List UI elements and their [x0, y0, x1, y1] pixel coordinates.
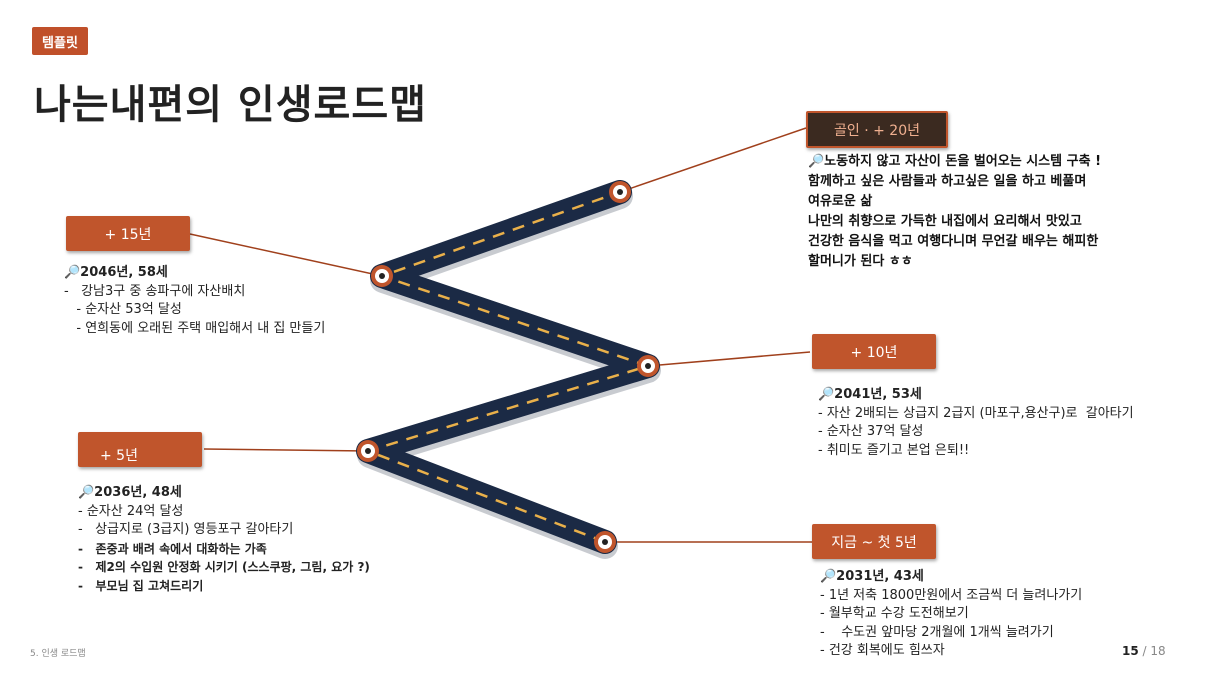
stage-0-line: - 1년 저축 1800만원에서 조금씩 더 늘려나가기	[820, 587, 1083, 603]
stage-15-line: - 연희동에 오래된 주택 매입해서 내 집 만들기	[64, 320, 326, 336]
stage-10-line: - 취미도 즐기고 본업 은퇴!!	[818, 442, 970, 458]
stage-5-line: - 부모님 집 고쳐드리기	[78, 578, 204, 593]
connector-goal	[619, 127, 807, 193]
page-current: 15	[1122, 644, 1139, 658]
page-total: 18	[1150, 644, 1166, 658]
page-indicator: 15 / 18	[1122, 644, 1166, 658]
stage-5-line: - 존중과 배려 속에서 대화하는 가족	[78, 541, 267, 556]
stage-0-head: 🔎2031년, 43세	[820, 569, 924, 584]
connector-15	[189, 233, 383, 277]
goal-line: 나만의 취향으로 가득한 내집에서 요리해서 맛있고	[808, 214, 1082, 229]
stage-15-label: + 15년	[66, 216, 190, 251]
footer-section-label: 5. 인생 로드맵	[30, 649, 86, 659]
goal-description: 🔎노동하지 않고 자산이 돈을 벌어오는 시스템 구축 ! 함께하고 싶은 사람…	[808, 152, 1101, 272]
connector-5	[203, 448, 369, 452]
stage-5-label: + 5년	[78, 432, 202, 467]
stage-5-details: 🔎2036년, 48세 - 순자산 24억 달성 - 상급지로 (3급지) 영등…	[78, 484, 370, 595]
stage-15-line: - 순자산 53억 달성	[64, 302, 182, 317]
stage-5-line: - 순자산 24억 달성	[78, 503, 184, 519]
stage-10-details: 🔎2041년, 53세 - 자산 2배되는 상급지 2급지 (마포구,용산구)로…	[818, 386, 1134, 460]
stage-0-line: - 수도권 앞마당 2개월에 1개씩 늘려가기	[820, 624, 1054, 640]
goal-line: 할머니가 된다 ㅎㅎ	[808, 254, 913, 269]
stage-0-line: - 건강 회복에도 힘쓰자	[820, 643, 945, 658]
stage-10-line: - 자산 2배되는 상급지 2급지 (마포구,용산구)로 갈아타기	[818, 405, 1134, 421]
stage-15-head: 🔎2046년, 58세	[64, 265, 168, 280]
goal-line: 🔎노동하지 않고 자산이 돈을 벌어오는 시스템 구축 !	[808, 154, 1101, 169]
stage-10-line: - 순자산 37억 달성	[818, 424, 924, 439]
page-title: 나는내편의 인생로드맵	[34, 82, 427, 128]
goal-line: 건강한 음식을 먹고 여행다니며 무언갈 배우는 해피한	[808, 234, 1099, 249]
stage-0-label: 지금 ~ 첫 5년	[812, 524, 936, 559]
stage-0-line: - 월부학교 수강 도전해보기	[820, 606, 969, 621]
stage-0-details: 🔎2031년, 43세 - 1년 저축 1800만원에서 조금씩 더 늘려나가기…	[820, 568, 1082, 661]
connector-10	[647, 351, 811, 367]
stage-5-line: - 상급지로 (3급지) 영등포구 갈아타기	[78, 522, 294, 537]
goal-line: 함께하고 싶은 사람들과 하고싶은 일을 하고 베풀며	[808, 174, 1087, 189]
road-nodes	[357, 181, 659, 553]
page-separator: /	[1138, 644, 1151, 658]
goal-label: 골인 · + 20년	[806, 111, 948, 148]
stage-5-head: 🔎2036년, 48세	[78, 485, 182, 500]
stage-15-line: - 강남3구 중 송파구에 자산배치	[64, 283, 246, 299]
goal-line: 여유로운 삶	[808, 194, 873, 209]
stage-5-line: - 제2의 수입원 안정화 시키기 (스스쿠팡, 그림, 요가 ?)	[78, 560, 370, 574]
template-tag: 템플릿	[32, 27, 88, 55]
stage-15-details: 🔎2046년, 58세 - 강남3구 중 송파구에 자산배치 - 순자산 53억…	[64, 264, 325, 338]
stage-10-head: 🔎2041년, 53세	[818, 387, 922, 402]
stage-10-label: + 10년	[812, 334, 936, 369]
